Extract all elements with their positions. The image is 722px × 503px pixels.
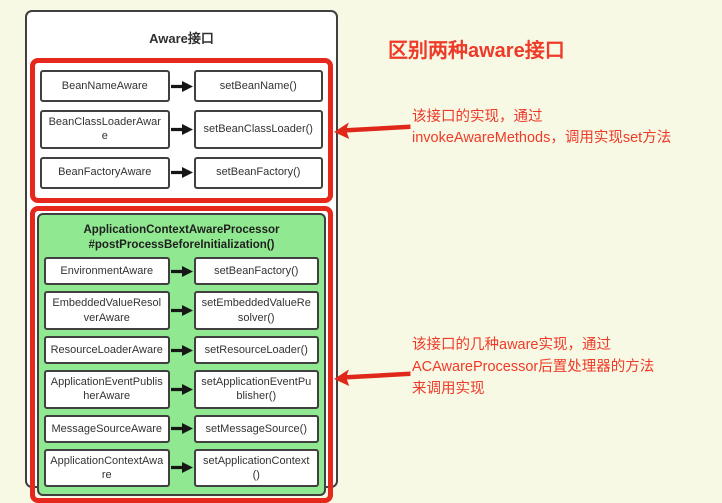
aware-row: ApplicationContextAware setApplicationCo… xyxy=(44,448,319,488)
interface-box: ApplicationContextAware xyxy=(44,448,170,488)
aware-row: MessageSourceAware setMessageSource() xyxy=(44,414,319,443)
aware-panel: Aware接口 BeanNameAware setBeanName() Bean… xyxy=(25,10,338,503)
method-box: setApplicationContext() xyxy=(193,448,319,488)
interface-box: MessageSourceAware xyxy=(44,414,170,443)
right-arrow-icon xyxy=(170,449,194,488)
side-heading: 区别两种aware接口 xyxy=(388,40,565,62)
interface-box: ResourceLoaderAware xyxy=(44,336,170,365)
aware-row: ApplicationEventPublisherAware setApplic… xyxy=(44,370,319,409)
aware-row: ResourceLoaderAware setResourceLoader() xyxy=(44,336,319,365)
method-box: setEmbeddedValueResolver() xyxy=(193,291,319,331)
method-box: setResourceLoader() xyxy=(193,336,319,365)
right-arrow-icon xyxy=(170,415,194,443)
note-line: ACAwareProcessor后置处理器的方法 xyxy=(412,359,655,375)
note-line: 该接口的几种aware实现，通过 xyxy=(412,337,611,353)
interface-box: EnvironmentAware xyxy=(44,257,170,286)
aware-row: BeanClassLoaderAware setBeanClassLoader(… xyxy=(40,110,323,149)
aware-row: BeanFactoryAware setBeanFactory() xyxy=(40,156,323,189)
left-arrow-icon xyxy=(334,119,412,141)
note-invoke-aware: 该接口的实现，通过 invokeAwareMethods，调用实现set方法 xyxy=(412,107,671,149)
left-arrow-icon xyxy=(334,366,412,388)
interface-box: EmbeddedValueResolverAware xyxy=(44,291,170,331)
panel-title: Aware接口 xyxy=(149,31,214,46)
right-arrow-icon xyxy=(170,370,194,409)
method-box: setBeanClassLoader() xyxy=(193,110,323,149)
processor-green-box: ApplicationContextAwareProcessor #postPr… xyxy=(37,212,326,497)
aware-row: BeanNameAware setBeanName() xyxy=(40,70,323,102)
aware-row: EnvironmentAware setBeanFactory() xyxy=(44,257,319,286)
method-box: setBeanName() xyxy=(193,70,323,102)
processor-title-line2: #postProcessBeforeInitialization() xyxy=(88,238,275,251)
method-box: setApplicationEventPublisher() xyxy=(193,370,319,409)
interface-box: BeanNameAware xyxy=(40,70,170,102)
processor-title-line1: ApplicationContextAwareProcessor xyxy=(83,223,280,236)
note-processor-aware: 该接口的几种aware实现，通过 ACAwareProcessor后置处理器的方… xyxy=(412,334,654,400)
note-line: 来调用实现 xyxy=(412,381,485,397)
note-line: 该接口的实现，通过 xyxy=(412,109,543,125)
note-line: invokeAwareMethods，调用实现set方法 xyxy=(412,130,672,146)
right-arrow-icon xyxy=(170,291,194,330)
right-arrow-icon xyxy=(170,336,194,364)
right-arrow-icon xyxy=(170,110,194,149)
interface-box: ApplicationEventPublisherAware xyxy=(44,370,170,409)
right-arrow-icon xyxy=(170,257,194,285)
interface-box: BeanClassLoaderAware xyxy=(40,110,170,149)
right-arrow-icon xyxy=(170,157,194,189)
right-arrow-icon xyxy=(170,70,194,102)
invoke-aware-group: BeanNameAware setBeanName() BeanClassLoa… xyxy=(30,58,333,203)
method-box: setBeanFactory() xyxy=(193,156,323,189)
aware-row: EmbeddedValueResolverAware setEmbeddedVa… xyxy=(44,291,319,331)
processor-aware-group: ApplicationContextAwareProcessor #postPr… xyxy=(30,205,333,503)
method-box: setBeanFactory() xyxy=(193,257,319,286)
processor-title: ApplicationContextAwareProcessor #postPr… xyxy=(43,223,320,253)
method-box: setMessageSource() xyxy=(193,414,319,443)
interface-box: BeanFactoryAware xyxy=(40,156,170,189)
